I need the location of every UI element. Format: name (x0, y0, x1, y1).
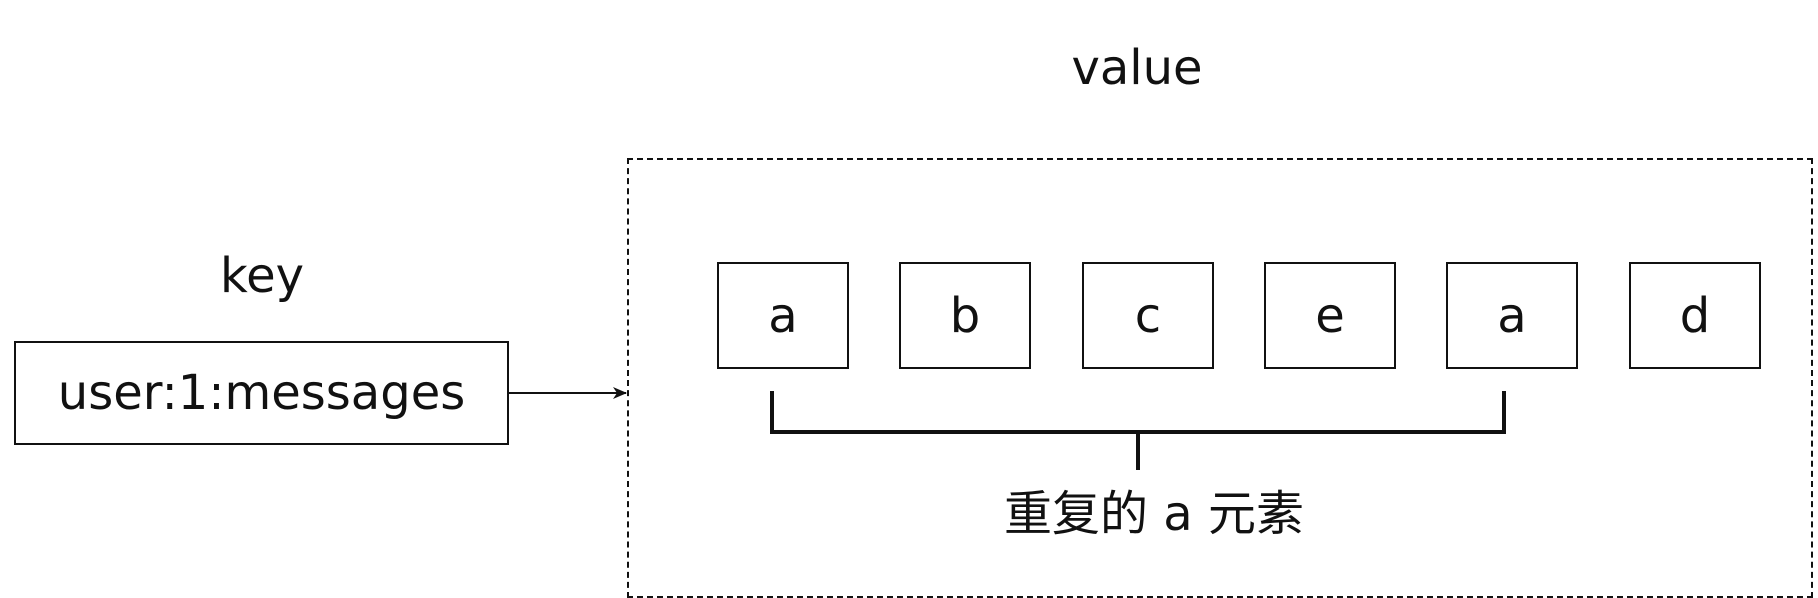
list-element-label: a (768, 287, 798, 344)
list-element-3: c (1082, 262, 1214, 369)
duplicate-annotation: 重复的 a 元素 (1004, 486, 1304, 542)
list-element-5: a (1446, 262, 1578, 369)
list-element-6: d (1629, 262, 1761, 369)
list-element-label: d (1679, 287, 1711, 344)
list-element-label: a (1497, 287, 1527, 344)
list-element-1: a (717, 262, 849, 369)
list-element-label: b (949, 287, 981, 344)
value-heading: value (1071, 40, 1203, 96)
list-element-4: e (1264, 262, 1396, 369)
list-element-label: c (1134, 287, 1162, 344)
list-element-label: e (1315, 287, 1345, 344)
key-heading: key (219, 248, 305, 304)
key-name: user:1:messages (57, 365, 466, 421)
key-box: user:1:messages (14, 341, 509, 445)
list-element-2: b (899, 262, 1031, 369)
